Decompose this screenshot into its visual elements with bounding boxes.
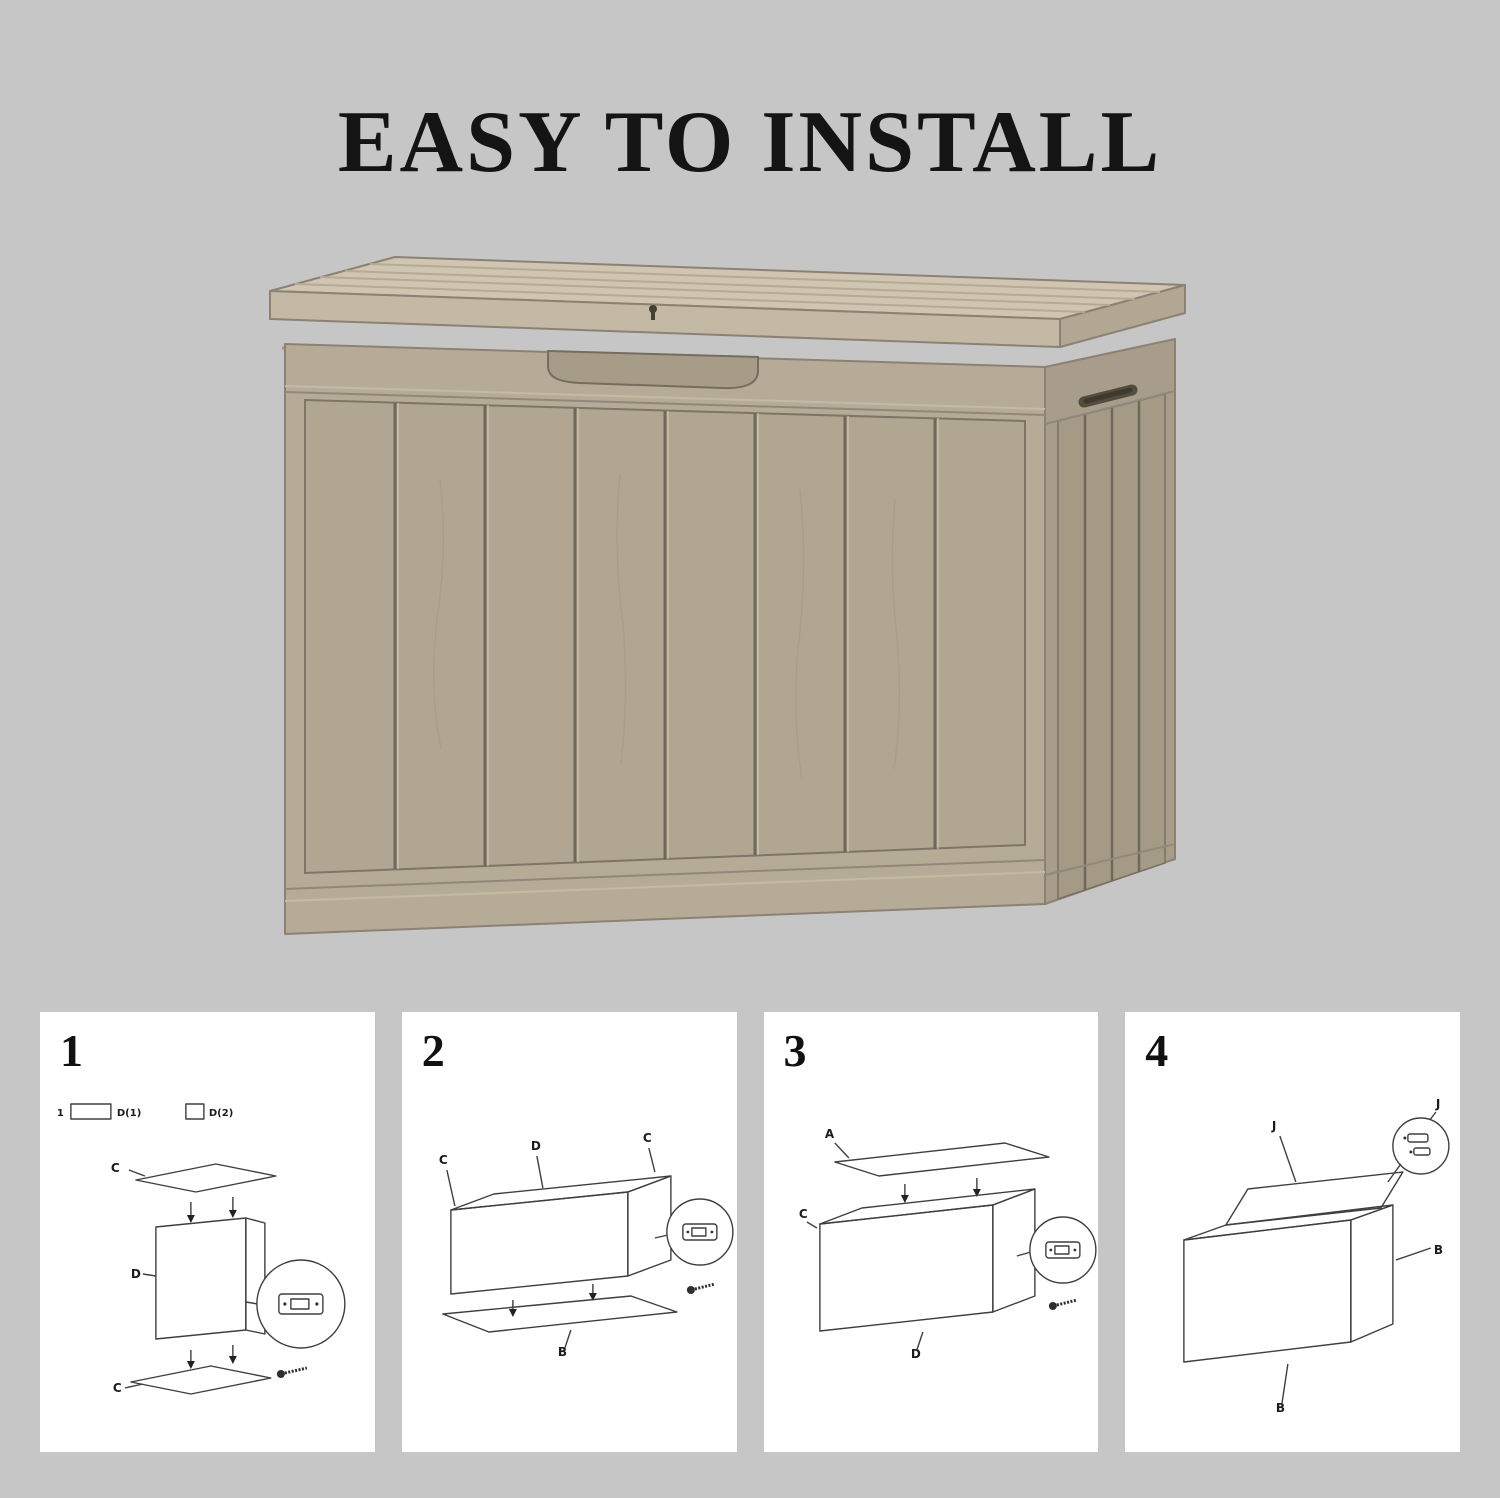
crate-front-wall bbox=[818, 1204, 994, 1332]
step-1-diagram: 1 D(1) D(2) C D bbox=[57, 1103, 346, 1395]
side-handle-cutout bbox=[1078, 384, 1138, 408]
lid bbox=[269, 256, 1186, 348]
crate-front-wall bbox=[1183, 1219, 1352, 1363]
step-2-diagram: C D C B bbox=[439, 1131, 734, 1359]
installation-steps: 1 1 D(1) D(2) C D bbox=[40, 1012, 1460, 1452]
product-image-deck-box bbox=[250, 238, 1190, 950]
front-plank-highlights bbox=[397, 403, 939, 869]
crate-rim bbox=[818, 1188, 1036, 1225]
latch-plate bbox=[278, 1293, 324, 1315]
label-top-panel: C bbox=[111, 1161, 120, 1175]
part-d1-icon bbox=[70, 1103, 112, 1120]
lid-plank-lines bbox=[294, 263, 1161, 313]
step-4-diagram: J J B B bbox=[1183, 1097, 1450, 1415]
label-side: B bbox=[1434, 1243, 1443, 1257]
part-d2-icon bbox=[185, 1103, 205, 1120]
label-middle-panel: D bbox=[131, 1267, 141, 1281]
crate-right-wall bbox=[991, 1188, 1036, 1313]
crate-rim bbox=[449, 1175, 672, 1211]
label-right-panel: C bbox=[643, 1131, 652, 1145]
install-step-1: 1 1 D(1) D(2) C D bbox=[40, 1012, 375, 1452]
label-base: B bbox=[1276, 1401, 1285, 1415]
bottom-panel-c bbox=[130, 1365, 272, 1395]
label-lid: A bbox=[824, 1127, 834, 1141]
lid-panel-a bbox=[833, 1142, 1050, 1177]
legend-qty: 1 bbox=[57, 1108, 64, 1119]
front-handle-recess bbox=[547, 349, 759, 390]
base-panel-b bbox=[441, 1295, 678, 1333]
label-left-panel: C bbox=[798, 1207, 807, 1221]
page-title: EASY TO INSTALL bbox=[337, 94, 1163, 191]
label-left-panel: C bbox=[439, 1153, 448, 1167]
crate-right-wall bbox=[1350, 1204, 1394, 1343]
wood-grain bbox=[433, 473, 901, 780]
step-number: 1 bbox=[60, 1025, 83, 1076]
legend-d2: D(2) bbox=[209, 1108, 233, 1119]
screw-icon bbox=[1048, 1298, 1077, 1310]
label-base: B bbox=[558, 1345, 567, 1359]
screw-icon bbox=[276, 1366, 308, 1378]
install-step-4: 4 J J B bbox=[1125, 1012, 1460, 1452]
open-lid bbox=[1225, 1171, 1404, 1226]
crate-right-wall bbox=[626, 1175, 672, 1277]
top-panel-c bbox=[135, 1163, 277, 1193]
hinge-part bbox=[1413, 1147, 1431, 1156]
install-step-2: 2 C D C B bbox=[401, 1012, 737, 1452]
middle-panel-d bbox=[155, 1217, 247, 1340]
install-step-3: 3 A C D bbox=[763, 1012, 1099, 1452]
step-number: 4 bbox=[1145, 1025, 1169, 1076]
legend-d1: D(1) bbox=[117, 1108, 141, 1119]
deck-box-illustration bbox=[269, 256, 1186, 935]
label-hinge-left: J bbox=[1271, 1119, 1276, 1133]
keyhole bbox=[649, 305, 657, 320]
front-plank-grooves bbox=[393, 403, 937, 869]
crate-front-wall bbox=[449, 1191, 629, 1295]
detail-callout-circle bbox=[1392, 1117, 1450, 1175]
label-front-panel: D bbox=[910, 1347, 920, 1361]
screw-icon bbox=[686, 1282, 715, 1294]
step-3-diagram: A C D bbox=[798, 1127, 1097, 1361]
hinge-part bbox=[1407, 1133, 1429, 1143]
label-back-panel: D bbox=[531, 1139, 541, 1153]
label-hinge-right: J bbox=[1435, 1097, 1440, 1111]
side-plank-grooves bbox=[1083, 401, 1141, 890]
step-number: 3 bbox=[783, 1025, 807, 1076]
label-bottom-panel: C bbox=[113, 1381, 122, 1395]
step-number: 2 bbox=[421, 1025, 445, 1076]
